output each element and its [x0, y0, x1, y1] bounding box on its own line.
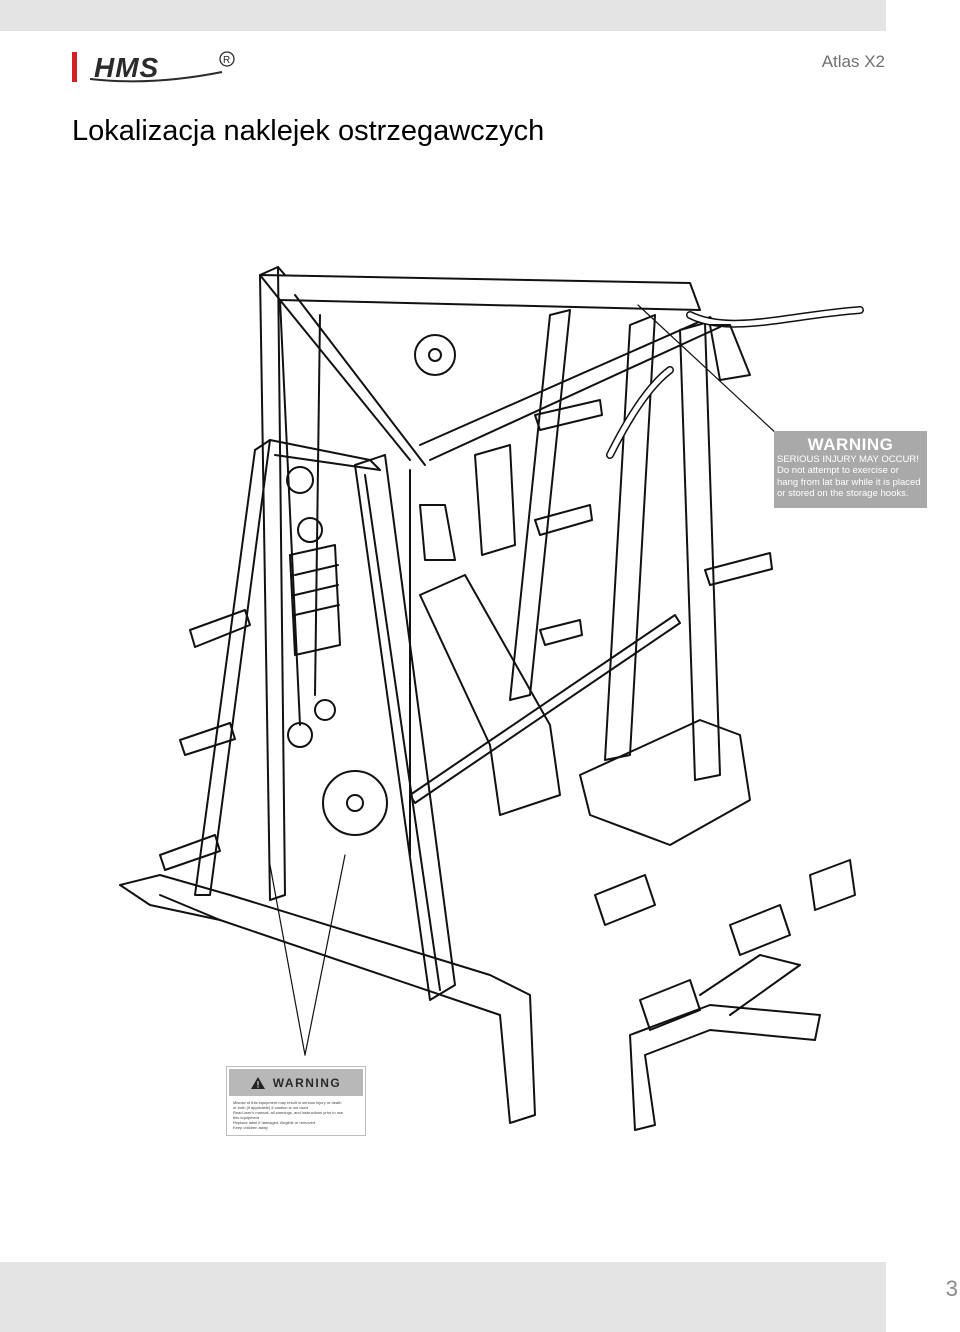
page-number: 3 — [945, 1276, 958, 1301]
warning-label-small-title: WARNING — [272, 1075, 342, 1090]
page-title: Lokalizacja naklejek ostrzegawczych — [72, 115, 545, 147]
warning-label-small-line: Read user's manual, all warnings, and in… — [233, 1110, 344, 1115]
warning-label-large-subtitle: SERIOUS INJURY MAY OCCUR! — [777, 454, 919, 465]
warning-label-small-line: Replace label if damaged, illegible or r… — [233, 1120, 316, 1125]
warning-label-small-line: Keep children away — [233, 1125, 268, 1130]
svg-text:HMS: HMS — [94, 52, 159, 83]
warning-label-large-line: Do not attempt to exercise or — [777, 465, 899, 476]
machine-illustration — [119, 266, 864, 1131]
warning-triangle-icon — [250, 1076, 265, 1089]
footer-band — [0, 1262, 886, 1332]
warning-label-large-line: or stored on the storage hooks. — [777, 488, 909, 499]
warning-label-small-line: Misuse of this equipment may result in s… — [233, 1100, 342, 1105]
model-name: Atlas X2 — [821, 52, 885, 71]
warning-label-small-header: WARNING — [229, 1069, 363, 1096]
warning-label-large-title: WARNING — [807, 435, 894, 454]
warning-label-small: WARNING Misuse of this equipment may res… — [226, 1066, 366, 1136]
hms-logo: HMS R — [72, 51, 235, 83]
warning-label-large: WARNING SERIOUS INJURY MAY OCCUR! Do not… — [774, 431, 927, 508]
svg-text:R: R — [223, 55, 230, 66]
warning-label-small-line: or both (if applicable) if caution is no… — [233, 1105, 308, 1110]
header-band — [0, 0, 886, 31]
warning-label-small-line: this equipment — [233, 1115, 260, 1120]
warning-label-large-line: hang from lat bar while it is placed — [777, 476, 921, 488]
